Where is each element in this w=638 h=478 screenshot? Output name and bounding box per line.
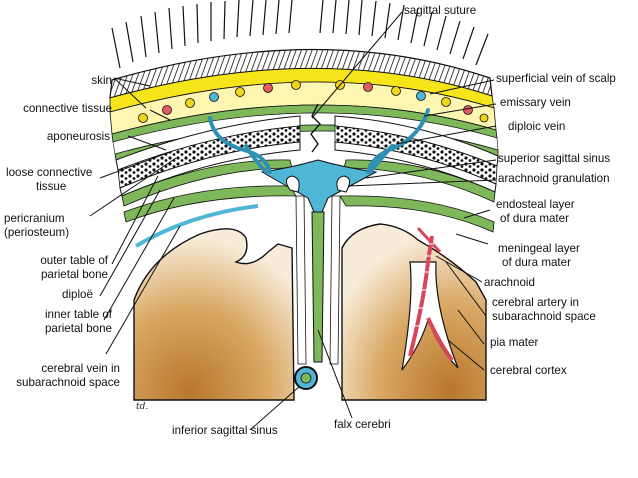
label-pericranium-line1: pericranium bbox=[4, 212, 65, 225]
label-connective-tissue: connective tissue bbox=[23, 102, 112, 115]
label-endosteal-line2: of dura mater bbox=[500, 212, 569, 225]
label-superficial-vein: superficial vein of scalp bbox=[496, 72, 616, 85]
label-cerebral-vein-line1: cerebral vein in bbox=[41, 362, 120, 375]
label-cerebral-artery: cerebral artery in subarachnoid space bbox=[492, 296, 596, 324]
label-cerebral-vein: cerebral vein in subarachnoid space bbox=[2, 362, 120, 390]
illustrator-signature: td. bbox=[136, 402, 149, 412]
label-inferior-sagittal-sinus: inferior sagittal sinus bbox=[172, 424, 278, 437]
label-cerebral-artery-line1: cerebral artery in bbox=[492, 296, 579, 309]
label-inner-table-line2: parietal bone bbox=[44, 322, 112, 335]
label-cerebral-cortex: cerebral cortex bbox=[490, 364, 567, 377]
label-diploic-vein: diploic vein bbox=[508, 120, 566, 133]
label-outer-table-line1: outer table of bbox=[40, 254, 108, 267]
leader-lines bbox=[89, 11, 497, 431]
label-superior-sagittal-sinus: superior sagittal sinus bbox=[498, 152, 611, 165]
label-sagittal-suture: sagittal suture bbox=[404, 4, 477, 17]
arachnoid-granulations bbox=[286, 175, 350, 193]
label-arachnoid-granulation: arachnoid granulation bbox=[498, 172, 610, 185]
label-inner-table-line1: inner table of bbox=[44, 308, 112, 321]
label-meningeal-layer: meningeal layer of dura mater bbox=[496, 242, 580, 270]
label-endosteal-layer: endosteal layer of dura mater bbox=[496, 198, 575, 226]
cerebral-artery-ticks bbox=[413, 243, 434, 327]
label-endosteal-line1: endosteal layer bbox=[496, 198, 575, 211]
label-falx-cerebri: falx cerebri bbox=[334, 418, 391, 431]
label-inner-table: inner table of parietal bone bbox=[4, 308, 112, 336]
label-pericranium-line2: (periosteum) bbox=[4, 226, 70, 239]
label-outer-table-line2: parietal bone bbox=[40, 268, 108, 281]
label-pia-mater: pia mater bbox=[490, 336, 539, 349]
cerebral-artery bbox=[408, 226, 454, 362]
hair-strands bbox=[111, 0, 489, 69]
label-arachnoid: arachnoid bbox=[484, 276, 535, 289]
label-skin: skin bbox=[91, 74, 112, 87]
midline-arachnoid-left bbox=[295, 195, 307, 365]
cerebral-vein-left bbox=[134, 204, 259, 248]
meningeal-dura-right bbox=[339, 195, 495, 233]
connective-tissue-vessels bbox=[138, 80, 489, 123]
falx-cerebri bbox=[311, 211, 325, 363]
label-cerebral-artery-line2: subarachnoid space bbox=[492, 310, 596, 323]
midline-arachnoid-right bbox=[329, 195, 341, 365]
label-pericranium: pericranium (periosteum) bbox=[4, 212, 69, 240]
sagittal-suture-line bbox=[310, 103, 321, 153]
label-loose-connective-line1: loose connective bbox=[6, 166, 93, 179]
emissary-diploic-veins bbox=[208, 108, 430, 174]
label-emissary-vein: emissary vein bbox=[500, 96, 571, 109]
cerebral-cortex-left bbox=[133, 228, 295, 401]
label-meningeal-line1: meningeal layer bbox=[498, 242, 580, 255]
label-aponeurosis: aponeurosis bbox=[46, 130, 110, 143]
superior-sagittal-sinus bbox=[260, 159, 378, 213]
label-loose-connective-line2: tissue bbox=[36, 180, 67, 193]
label-cerebral-vein-line2: subarachnoid space bbox=[16, 376, 120, 389]
label-outer-table: outer table of parietal bone bbox=[4, 254, 108, 282]
inferior-sagittal-sinus-center bbox=[300, 372, 312, 384]
label-diploe: diploë bbox=[62, 288, 93, 301]
label-meningeal-line2: of dura mater bbox=[502, 256, 571, 269]
label-loose-connective-tissue: loose connective tissue bbox=[6, 166, 92, 194]
